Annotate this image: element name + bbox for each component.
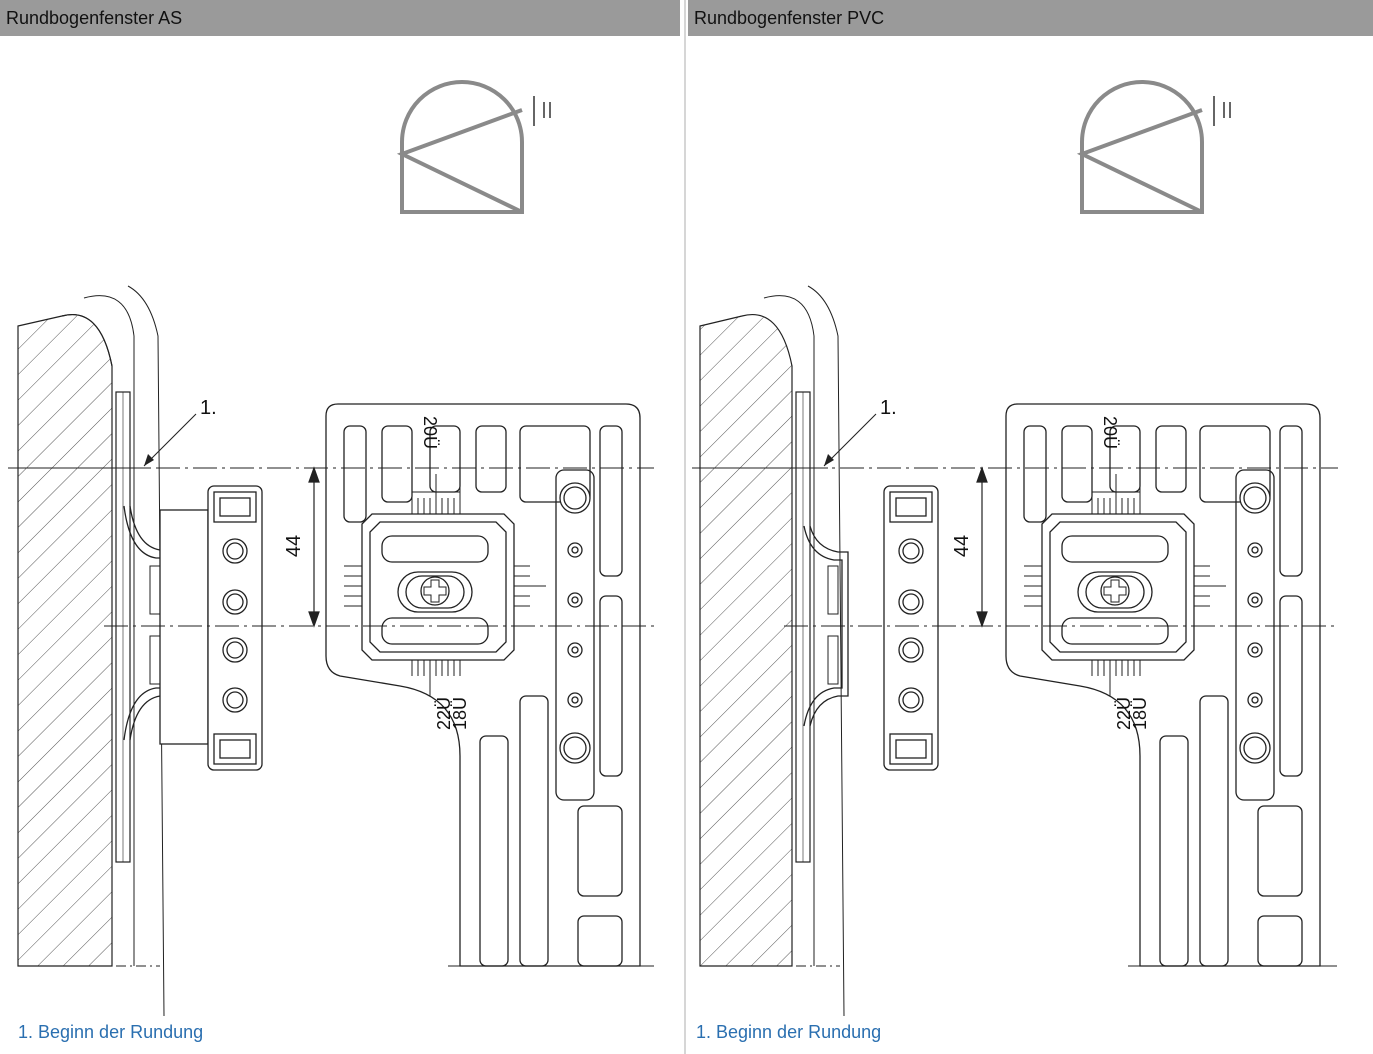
adjuster-plate: [361, 513, 515, 661]
scale-label-bottom-2: 22Ü: [434, 697, 454, 730]
frame-section-hatched: [17, 314, 113, 967]
scale-label-top: 20Ü: [1100, 416, 1120, 449]
profile-strip: [795, 391, 811, 863]
dimension-label: 44: [951, 535, 973, 557]
profile-strip: [115, 391, 131, 863]
caption: 1. Beginn der Rundung: [696, 1022, 882, 1042]
center-lines: [692, 467, 1338, 967]
frame-section-hatched: [699, 314, 793, 967]
panel-pvc: Rundbogenfenster PVC: [688, 0, 1373, 1054]
scale-ticks: [344, 466, 546, 696]
dimension-label: 44: [283, 535, 305, 557]
scale-ticks: [1024, 466, 1226, 696]
opening-symbol-icon: [1213, 96, 1231, 126]
callout-label: 1.: [200, 397, 217, 419]
center-lines: [8, 467, 654, 967]
panel-as: Rundbogenfenster AS: [0, 0, 680, 1054]
hinge-block: [883, 485, 939, 771]
plate-holes: [559, 482, 591, 764]
dimension-arrow: [308, 466, 320, 628]
opening-symbol-icon: [533, 96, 551, 126]
plate-holes: [1239, 482, 1271, 764]
scale-label-bottom-1: 18Ü: [1130, 697, 1150, 730]
mounting-plate: [1005, 403, 1321, 967]
panel-title: Rundbogenfenster PVC: [688, 0, 1373, 36]
panel-divider: [684, 0, 686, 1054]
callout-label: 1.: [880, 397, 897, 419]
technical-drawing: 44 1. 20Ü 18Ü 22Ü: [692, 80, 1338, 1016]
scale-label-bottom-1: 18Ü: [450, 697, 470, 730]
caption: 1. Beginn der Rundung: [18, 1022, 204, 1042]
dimension-arrow: [976, 466, 988, 628]
adjuster-plate: [1041, 513, 1195, 661]
technical-drawing: 44 1. 20Ü 18Ü 22Ü: [8, 80, 654, 1016]
panel-title: Rundbogenfenster AS: [0, 0, 680, 36]
scale-label-bottom-2: 22Ü: [1114, 697, 1134, 730]
hinge-block: [159, 485, 263, 771]
window-sketch-icon: [1076, 80, 1204, 214]
scale-label-top: 20Ü: [420, 416, 440, 449]
window-sketch-icon: [396, 80, 524, 214]
mounting-plate: [325, 403, 641, 967]
bracket-section: [809, 525, 849, 727]
